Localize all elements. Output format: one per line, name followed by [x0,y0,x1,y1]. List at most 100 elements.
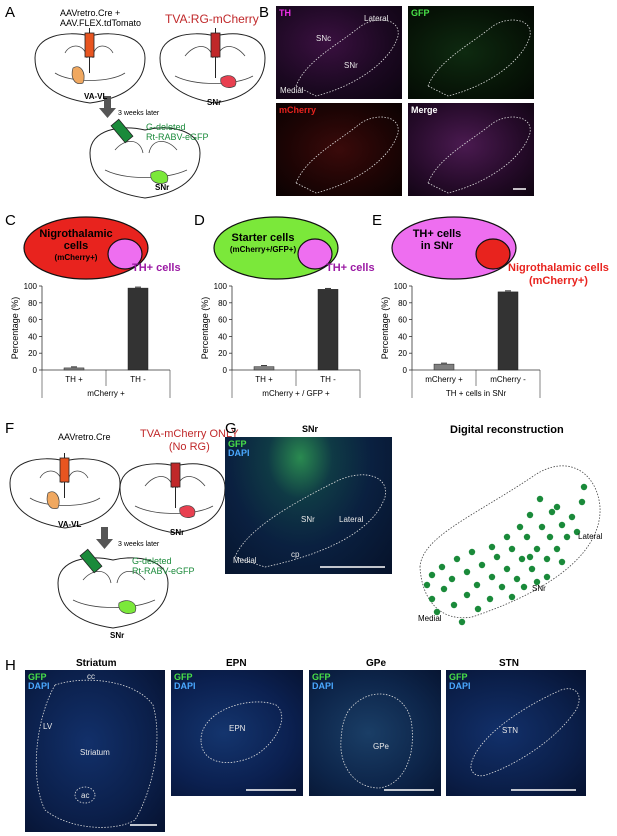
reconstructed-cell [474,605,482,613]
h-lv-label: LV [43,722,53,731]
bar [127,287,149,371]
y-axis-label: Percentage (%) [10,297,20,360]
bar [63,367,85,371]
reconstructed-cell [578,498,586,506]
reconstructed-cell [458,618,466,626]
d-venn [213,216,339,280]
x-tick-label: TH - [320,375,336,384]
b-mcherry-image: mCherry [276,103,402,196]
f-injection2: TVA-mCherry ONLY (No RG) [140,428,239,454]
reconstructed-cell [438,563,446,571]
reconstructed-cell [546,533,554,541]
x-tick-label: mCherry - [490,375,526,384]
panel-label-e: E [372,212,383,229]
h-stn-image: GFP DAPI STN [446,670,586,796]
a-inj1-line1: AAVretro.Cre + [60,8,121,18]
reconstructed-cell [553,545,561,553]
h-ac-label: ac [81,791,90,800]
reconstructed-cell [580,483,588,491]
g-dapi-label: DAPI [228,448,250,458]
a-region2: SNr [207,98,222,107]
reconstructed-cell [488,573,496,581]
bar [497,291,519,371]
f-region3: SNr [110,631,125,640]
c-venn-line1: Nigrothalamic [39,228,113,240]
a-delay: 3 weeks later [118,110,160,117]
reconstructed-cell [453,555,461,563]
a-region3: SNr [155,183,170,192]
reconstructed-cell [478,561,486,569]
reconstructed-cell [508,593,516,601]
y-tick-label: 20 [28,349,37,358]
reconstructed-cell [513,575,521,583]
reconstructed-cell [553,503,561,511]
reconstructed-cell [548,508,556,516]
panel-label-b: B [259,4,270,21]
b-lateral-label: Lateral [364,14,389,23]
reconstructed-cell [543,555,551,563]
panel-label-f: F [5,420,15,437]
reconstructed-cell [498,583,506,591]
reconstructed-cell [428,571,436,579]
e-venn-small-line2: (mCherry+) [528,275,588,287]
y-tick-label: 60 [28,316,37,325]
reconstructed-cell [503,565,511,573]
a-injection1: AAVretro.Cre + AAV.FLEX.tdTomato [60,8,141,28]
reconstructed-cell [526,553,534,561]
f-region1: VA-VL [58,520,82,529]
a-inj3-line1: G-deleted [146,122,186,132]
h-gfp-label-3: GFP [312,672,331,682]
g-title-left: SNr [302,424,319,434]
reconstructed-cell [538,523,546,531]
h-title-striatum: Striatum [76,658,117,669]
b-merge-label: Merge [411,105,438,115]
b-gfp-image: GFP [408,6,534,99]
reconstructed-cell [468,548,476,556]
x-tick-label: mCherry + [425,375,463,384]
h-title-gpe: GPe [366,658,387,669]
y-axis-label: Percentage (%) [380,297,390,360]
g-recon-medial: Medial [418,614,442,623]
reconstructed-cell [518,555,526,563]
y-tick-label: 40 [398,332,407,341]
c-venn [23,216,149,280]
h-striatum-image: GFP DAPI cc LV Striatum ac [25,670,165,832]
y-tick-label: 0 [33,366,38,375]
c-venn-big-label: Nigrothalamic cells (mCherry+) [36,228,116,264]
h-epn-label: EPN [229,724,246,733]
g-title-right: Digital reconstruction [450,424,564,436]
h-dapi-label-1: DAPI [28,681,50,691]
h-dapi-label-2: DAPI [174,681,196,691]
x-tick-label: TH - [130,375,146,384]
a-injection3: G-deleted Rt-RABV-eGFP [146,122,209,142]
g-reconstruction [419,465,601,626]
y-tick-label: 40 [218,332,227,341]
reconstructed-cell [450,601,458,609]
reconstructed-cell [488,543,496,551]
reconstructed-cell [508,545,516,553]
a-inj3-line2: Rt-RABV-eGFP [146,132,209,142]
reconstructed-cell [486,595,494,603]
d-venn-big-label: Starter cells (mCherry+/GFP+) [218,232,308,256]
reconstructed-cell [423,581,431,589]
g-cp-label: cp [291,550,300,559]
reconstructed-cell [440,585,448,593]
e-venn-big-label: TH+ cells in SNr [402,228,472,252]
y-tick-label: 80 [398,299,407,308]
y-tick-label: 100 [214,282,228,291]
reconstructed-cell [568,513,576,521]
b-mcherry-label: mCherry [279,105,317,115]
reconstructed-cell [503,533,511,541]
y-tick-label: 20 [218,349,227,358]
g-snr-image: GFP DAPI SNr Lateral Medial cp [225,437,392,574]
x-tick-label: TH + [255,375,273,384]
f-inj3-line2: Rt-RABV-eGFP [132,566,195,576]
f-delay: 3 weeks later [118,541,160,548]
e-venn-small-label: Nigrothalamic cells (mCherry+) [508,262,609,288]
d-venn-line2: (mCherry+/GFP+) [229,245,297,254]
h-epn-image: GFP DAPI EPN [171,670,303,796]
a-brain-schematic [34,28,266,199]
y-tick-label: 80 [28,299,37,308]
